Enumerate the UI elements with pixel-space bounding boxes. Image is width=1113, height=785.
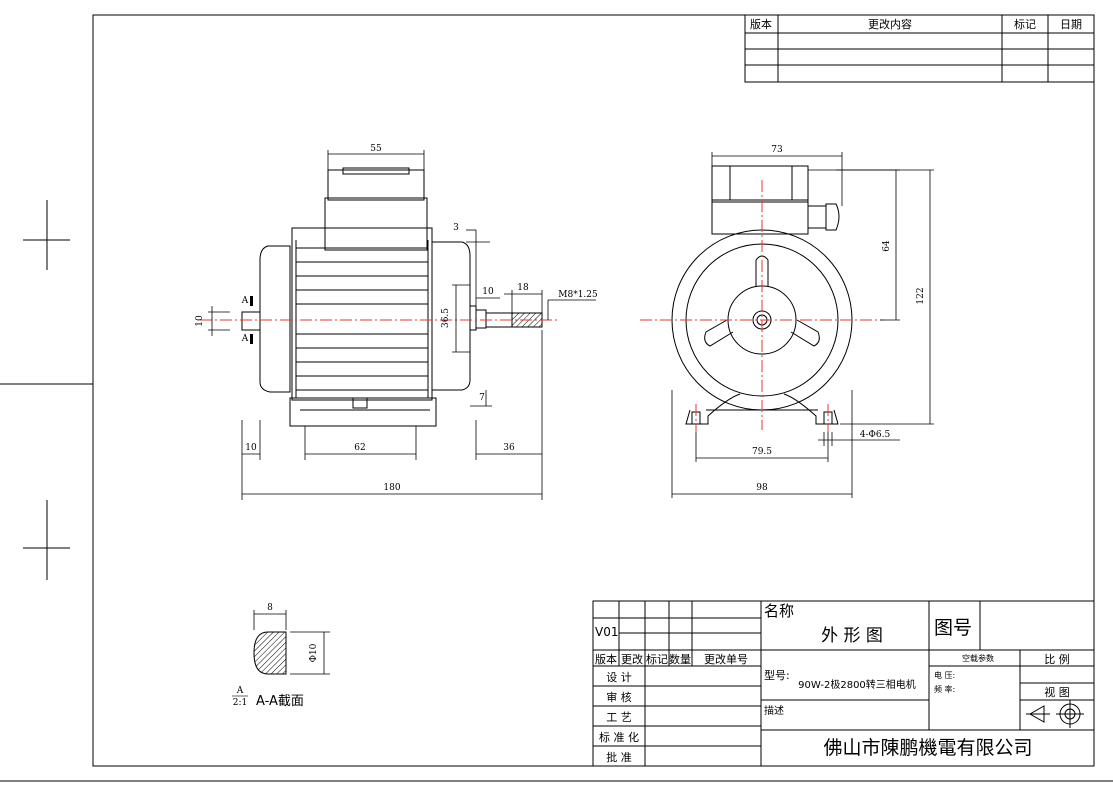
registration-marks [23,200,70,580]
front-dimension-lines [208,150,596,500]
dim-foot-edge: 7 [479,393,485,403]
projection-symbol [1026,700,1084,728]
side-dimension-lines [671,152,934,498]
tb-name-value: 外 形 图 [821,626,883,646]
section-ratio-bottom: 2:1 [233,698,247,708]
section-label: A-A截面 [256,694,304,709]
tb-role-process: 工 艺 [606,711,632,724]
tb-params-label: 空载参数 [962,653,994,663]
tb-header-qty: 数量 [669,653,691,666]
side-centerlines [640,180,884,432]
tb-drawing-no-label: 图号 [934,617,972,639]
tb-name-label: 名称 [764,602,794,620]
tb-scale-label: 比 例 [1044,652,1070,666]
tb-role-standard: 标 准 化 [599,730,639,744]
tb-version-value: V01 [595,625,618,639]
tb-header-version: 版本 [595,652,617,666]
dim-thread-spec: M8*1.25 [558,290,598,300]
dim-top-width: 55 [370,144,382,154]
dim-side-hole-span: 79.5 [752,447,772,457]
dim-total-length: 180 [383,483,400,493]
section-markers [250,296,253,344]
tb-view-label: 视 图 [1044,685,1070,699]
tb-role-approve: 批 准 [606,750,632,764]
section-width: 8 [267,603,273,613]
section-ratio-top: A [236,686,244,696]
cooling-fins [296,247,428,391]
revision-table [744,14,1095,83]
dim-foot-span: 62 [354,443,365,453]
tb-role-review: 审 核 [606,690,632,704]
tb-header-change-no: 更改单号 [704,652,748,666]
dim-shaft-len: 10 [482,287,494,297]
tb-voltage-label: 电 压: [934,670,955,680]
title-block [592,600,1095,767]
dim-left-offset: 10 [245,443,257,453]
dim-groove: 3 [453,223,459,233]
section-dia: Φ10 [309,643,319,662]
tb-header-mark: 标记 [646,652,668,666]
tb-role-design: 设 计 [606,671,632,684]
dim-side-base-width: 98 [756,483,768,493]
tb-freq-label: 频 率: [934,684,955,694]
front-view-motor [241,167,543,427]
section-mark-top: A [241,296,249,306]
dim-side-holes: 4-Φ6.5 [860,430,891,440]
dim-thread-len: 18 [517,283,529,293]
tb-company: 佛山市陳鹏機電有限公司 [823,737,1032,759]
rev-header-mark: 标记 [1014,17,1036,31]
dim-side-width-top: 73 [771,145,783,155]
aa-section [232,610,330,697]
tb-model-value: 90W-2极2800转三相电机 [798,678,916,691]
tb-model-label: 型号: [764,668,790,682]
dim-side-height-total: 122 [916,287,926,304]
rev-header-content: 更改内容 [868,17,912,31]
tb-header-change: 更改 [621,652,643,666]
dim-right-offset: 36 [503,443,515,453]
tb-desc-label: 描述 [764,704,784,717]
dim-section-height: 36.5 [441,308,451,328]
dim-side-height-box: 64 [882,240,892,252]
section-mark-bottom: A [241,334,249,344]
dim-shaft-dia: 10 [195,315,205,327]
rev-header-version: 版本 [750,17,772,31]
rev-header-date: 日期 [1060,18,1082,31]
